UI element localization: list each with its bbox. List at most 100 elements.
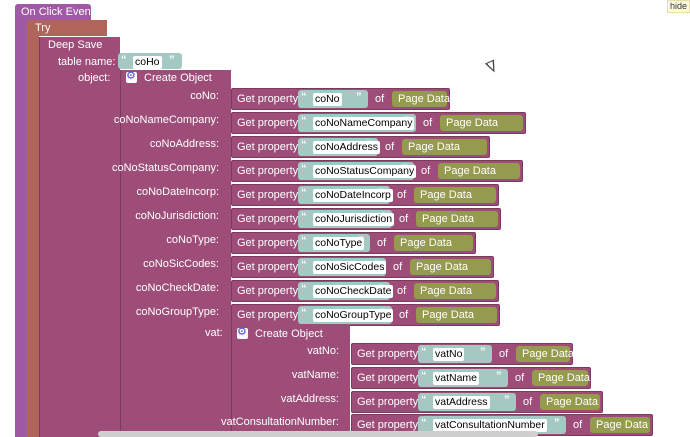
- field-1-property-value[interactable]: coNoNameCompany: [313, 117, 415, 130]
- page-data-block[interactable]: Page Data: [416, 307, 497, 323]
- field-5-property-value[interactable]: coNoJurisdiction: [313, 213, 395, 226]
- of-label: of: [393, 261, 403, 273]
- get-property-label: Get property: [237, 213, 299, 225]
- field-7-label: coNoSicCodes:: [143, 258, 219, 270]
- page-data-block[interactable]: Page Data: [414, 283, 496, 299]
- try-body: [27, 36, 39, 437]
- deep-save-block[interactable]: Deep Save table name: object:: [39, 37, 120, 437]
- gear-icon[interactable]: [237, 325, 248, 339]
- field-0-property-string[interactable]: “coNo”: [298, 90, 368, 108]
- field-3-property-string[interactable]: “coNoStatusCompany”: [298, 162, 417, 180]
- of-label: of: [397, 285, 407, 297]
- page-data-block[interactable]: Page Data: [540, 394, 600, 410]
- vat-create-object-block[interactable]: Create Object: [231, 325, 350, 437]
- table-name-value[interactable]: coHo: [133, 56, 162, 69]
- field-4-get-property-block[interactable]: Get property“coNoDateIncorp” of Page Data: [231, 184, 499, 206]
- get-property-label: Get property: [237, 165, 299, 177]
- field-3-get-property-block[interactable]: Get property“coNoStatusCompany” of Page Da…: [231, 160, 523, 182]
- page-data-block[interactable]: Page Data: [590, 417, 650, 433]
- try-block[interactable]: Try: [27, 20, 107, 36]
- field-4-property-string[interactable]: “coNoDateIncorp”: [298, 186, 393, 204]
- page-data-label: Page Data: [522, 348, 574, 360]
- field-9-property-value[interactable]: coNoGroupType: [313, 309, 394, 322]
- field-7-get-property-block[interactable]: Get property“coNoSicCodes” of Page Data: [231, 256, 494, 278]
- field-2-property-string[interactable]: “coNoAddress”: [298, 138, 381, 156]
- field-8-property-value[interactable]: coNoCheckDate: [313, 285, 394, 298]
- page-data-block[interactable]: Page Data: [392, 91, 450, 107]
- field-9-property-string[interactable]: “coNoGroupType”: [298, 306, 394, 324]
- hide-button[interactable]: hide: [666, 0, 690, 13]
- get-property-label: Get property: [357, 419, 419, 431]
- page-data-block[interactable]: Page Data: [402, 139, 487, 155]
- gear-icon[interactable]: [126, 69, 137, 83]
- field-1-property-string[interactable]: “coNoNameCompany”: [298, 114, 416, 132]
- page-data-block[interactable]: Page Data: [440, 115, 523, 131]
- field-2-property-value[interactable]: coNoAddress: [313, 141, 381, 154]
- page-data-block[interactable]: Page Data: [414, 187, 496, 203]
- page-data-block[interactable]: Page Data: [416, 211, 498, 227]
- mouse-cursor-icon: [484, 59, 500, 75]
- vat-field-0-property-value[interactable]: vatNo: [433, 348, 465, 361]
- field-6-property-string[interactable]: “coNoType”: [298, 234, 370, 252]
- field-3-property-value[interactable]: coNoStatusCompany: [313, 165, 417, 178]
- create-object-label: Create Object: [144, 72, 212, 84]
- vat-field-2-property-string[interactable]: “vatAddress”: [418, 393, 516, 411]
- on-click-event-block[interactable]: On Click Event: [15, 4, 94, 20]
- vat-field-3-property-string[interactable]: “vatConsultationNumber”: [418, 416, 566, 434]
- field-4-property-value[interactable]: coNoDateIncorp: [313, 189, 393, 202]
- vat-field-0-property-string[interactable]: “vatNo”: [418, 345, 492, 363]
- deep-save-label: Deep Save: [48, 39, 103, 51]
- field-8-label: coNoCheckDate:: [135, 282, 219, 294]
- page-data-block[interactable]: Page Data: [394, 235, 473, 251]
- of-label: of: [397, 189, 407, 201]
- field-7-property-value[interactable]: coNoSicCodes: [313, 261, 387, 274]
- try-label: Try: [35, 22, 51, 34]
- get-property-label: Get property: [237, 189, 299, 201]
- field-1-label: coNoNameCompany:: [113, 114, 219, 126]
- field-6-property-value[interactable]: coNoType: [313, 237, 365, 250]
- page-data-block[interactable]: Page Data: [516, 346, 574, 362]
- field-4-label: coNoDateIncorp:: [136, 186, 219, 198]
- field-2-label: coNoAddress:: [149, 138, 219, 150]
- field-0-property-value[interactable]: coNo: [313, 93, 342, 106]
- horizontal-scrollbar[interactable]: [98, 431, 538, 437]
- on-click-event-body: [15, 20, 27, 437]
- page-data-label: Page Data: [538, 372, 590, 384]
- get-property-label: Get property: [237, 93, 299, 105]
- page-data-label: Page Data: [596, 419, 648, 431]
- vat-field-1-property-string[interactable]: “vatName”: [418, 369, 508, 387]
- get-property-label: Get property: [237, 237, 299, 249]
- vat-create-object-label: Create Object: [255, 328, 323, 340]
- vat-field-1-property-value[interactable]: vatName: [433, 372, 480, 385]
- get-property-label: Get property: [357, 396, 419, 408]
- of-label: of: [421, 165, 431, 177]
- page-data-block[interactable]: Page Data: [410, 259, 491, 275]
- page-data-block[interactable]: Page Data: [438, 163, 520, 179]
- page-data-label: Page Data: [420, 285, 472, 297]
- get-property-label: Get property: [237, 309, 299, 321]
- page-data-block[interactable]: Page Data: [532, 370, 590, 386]
- field-5-property-string[interactable]: “coNoJurisdiction”: [298, 210, 395, 228]
- vat-field-2-property-value[interactable]: vatAddress: [433, 396, 490, 409]
- vat-field-3-property-value[interactable]: vatConsultationNumber: [433, 419, 547, 432]
- page-data-label: Page Data: [400, 237, 452, 249]
- get-property-label: Get property: [237, 261, 299, 273]
- table-name-string[interactable]: “ coHo ”: [118, 53, 182, 69]
- field-8-property-string[interactable]: “coNoCheckDate”: [298, 282, 394, 300]
- of-label: of: [515, 372, 525, 384]
- get-property-label: Get property: [357, 348, 419, 360]
- create-object-block[interactable]: Create Object: [120, 69, 231, 437]
- get-property-label: Get property: [237, 117, 299, 129]
- field-7-property-string[interactable]: “coNoSicCodes”: [298, 258, 387, 276]
